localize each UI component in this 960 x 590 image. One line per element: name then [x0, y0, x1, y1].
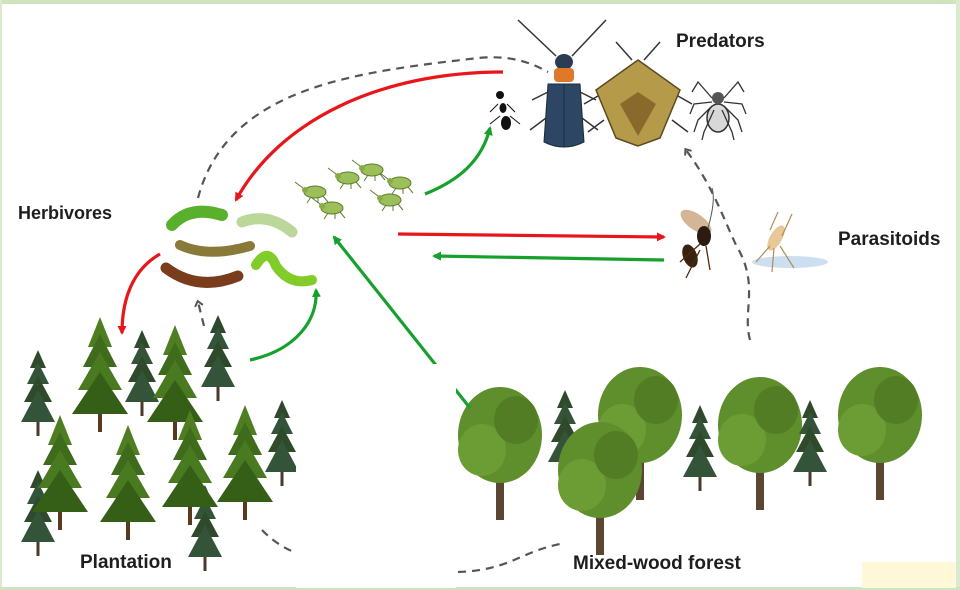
conifer-tree-icon [125, 330, 159, 416]
red-arrow-herbivores-to-plantation [122, 254, 160, 333]
conifer-tree-icon [683, 405, 717, 491]
green-arrow-plantation-to-herbivores [250, 290, 316, 360]
caterpillar-icon [180, 245, 250, 252]
deciduous-tree-icon [558, 422, 642, 555]
caterpillar-icon [242, 219, 292, 232]
mixed-wood-forest-label: Mixed-wood forest [573, 553, 741, 575]
conifer-tree-icon [201, 315, 235, 401]
herbivores-label: Herbivores [18, 203, 112, 224]
conifer-tree-icon [265, 400, 299, 486]
aphid-icon [295, 182, 328, 203]
dashed-link-parasitoids-to-predators [686, 150, 750, 340]
caterpillar-icon [172, 212, 222, 225]
conifer-tree-icon [21, 350, 55, 436]
plantation-trees [21, 315, 299, 571]
aphid-icon [380, 173, 413, 194]
herbivore-aphids [295, 160, 413, 219]
green-arrow-herbivores-to-predators [425, 128, 490, 194]
ant-icon [490, 91, 520, 130]
caterpillar-icon [256, 256, 312, 282]
dashed-link-plantation-to-herbivores [198, 302, 204, 326]
conifer-tree-icon [217, 405, 273, 520]
spider-icon [690, 82, 746, 140]
deciduous-tree-icon [838, 367, 922, 500]
red-arrow-herbivores-to-parasitoids [398, 234, 664, 237]
predators-label: Predators [676, 31, 765, 53]
parasitoids-group [677, 188, 828, 278]
crane-fly-icon [752, 212, 828, 272]
herbivore-caterpillars [166, 212, 312, 283]
stink-bug-icon [584, 42, 692, 146]
deciduous-tree-icon [718, 377, 802, 510]
aphid-icon [370, 190, 403, 211]
green-arrow-parasitoids-to-herbivores [434, 256, 664, 260]
blank-panel [296, 364, 456, 588]
wasp-icon [677, 188, 716, 278]
aphid-icon [312, 198, 345, 219]
dashed-links [198, 57, 750, 572]
dashed-link-forest-bottom [458, 544, 560, 572]
mixed-wood-forest-trees [458, 367, 922, 555]
plantation-label: Plantation [80, 552, 172, 574]
conifer-tree-icon [72, 317, 128, 432]
conifer-tree-icon [100, 425, 156, 540]
aphid-icon [328, 168, 361, 189]
parasitoids-label: Parasitoids [838, 229, 940, 251]
caterpillar-icon [166, 268, 238, 282]
corner-patch [862, 562, 956, 588]
red-arrow-predators-to-herbivores [236, 72, 503, 200]
